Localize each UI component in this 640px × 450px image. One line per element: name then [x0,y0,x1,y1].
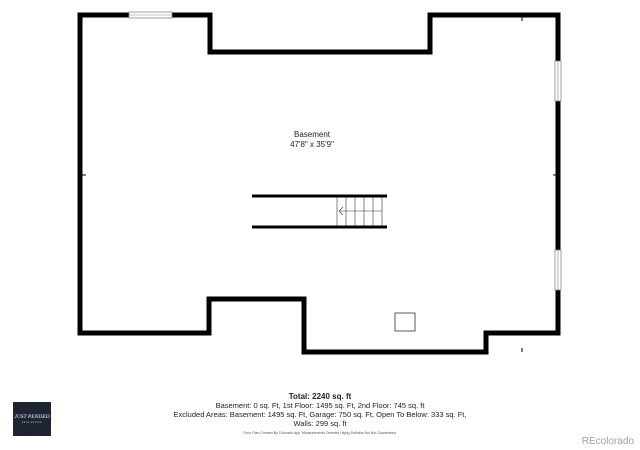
area-line-3: Walls: 299 sq. ft [293,419,347,428]
area-summary: Total: 2240 sq. ft Basement: 0 sq. Ft, 1… [150,392,490,436]
logo-text: JUST PENDED [14,414,50,420]
logo-subtext: REAL ESTATE [21,421,43,424]
brokerage-logo: JUST PENDED REAL ESTATE [13,402,51,436]
room-name: Basement [293,130,331,139]
area-line-1: Basement: 0 sq. Ft, 1st Floor: 1495 sq. … [215,401,425,410]
fixture-square [394,312,416,332]
room-label: Basement 47'8" x 35'9" [232,130,392,150]
stair-arrow-icon [338,206,344,216]
area-line-2: Excluded Areas: Basement: 1495 sq. Ft, G… [173,410,467,419]
staircase [252,194,387,229]
recolorado-watermark: REcolorado [581,436,634,447]
room-dimensions: 47'8" x 35'9" [290,140,334,149]
disclaimer: Floor Plan Created By Colorado App. Meas… [243,431,397,435]
outer-wall [77,12,561,355]
floor-plan-drawing [77,11,562,355]
total-area: Total: 2240 sq. ft [288,392,352,401]
